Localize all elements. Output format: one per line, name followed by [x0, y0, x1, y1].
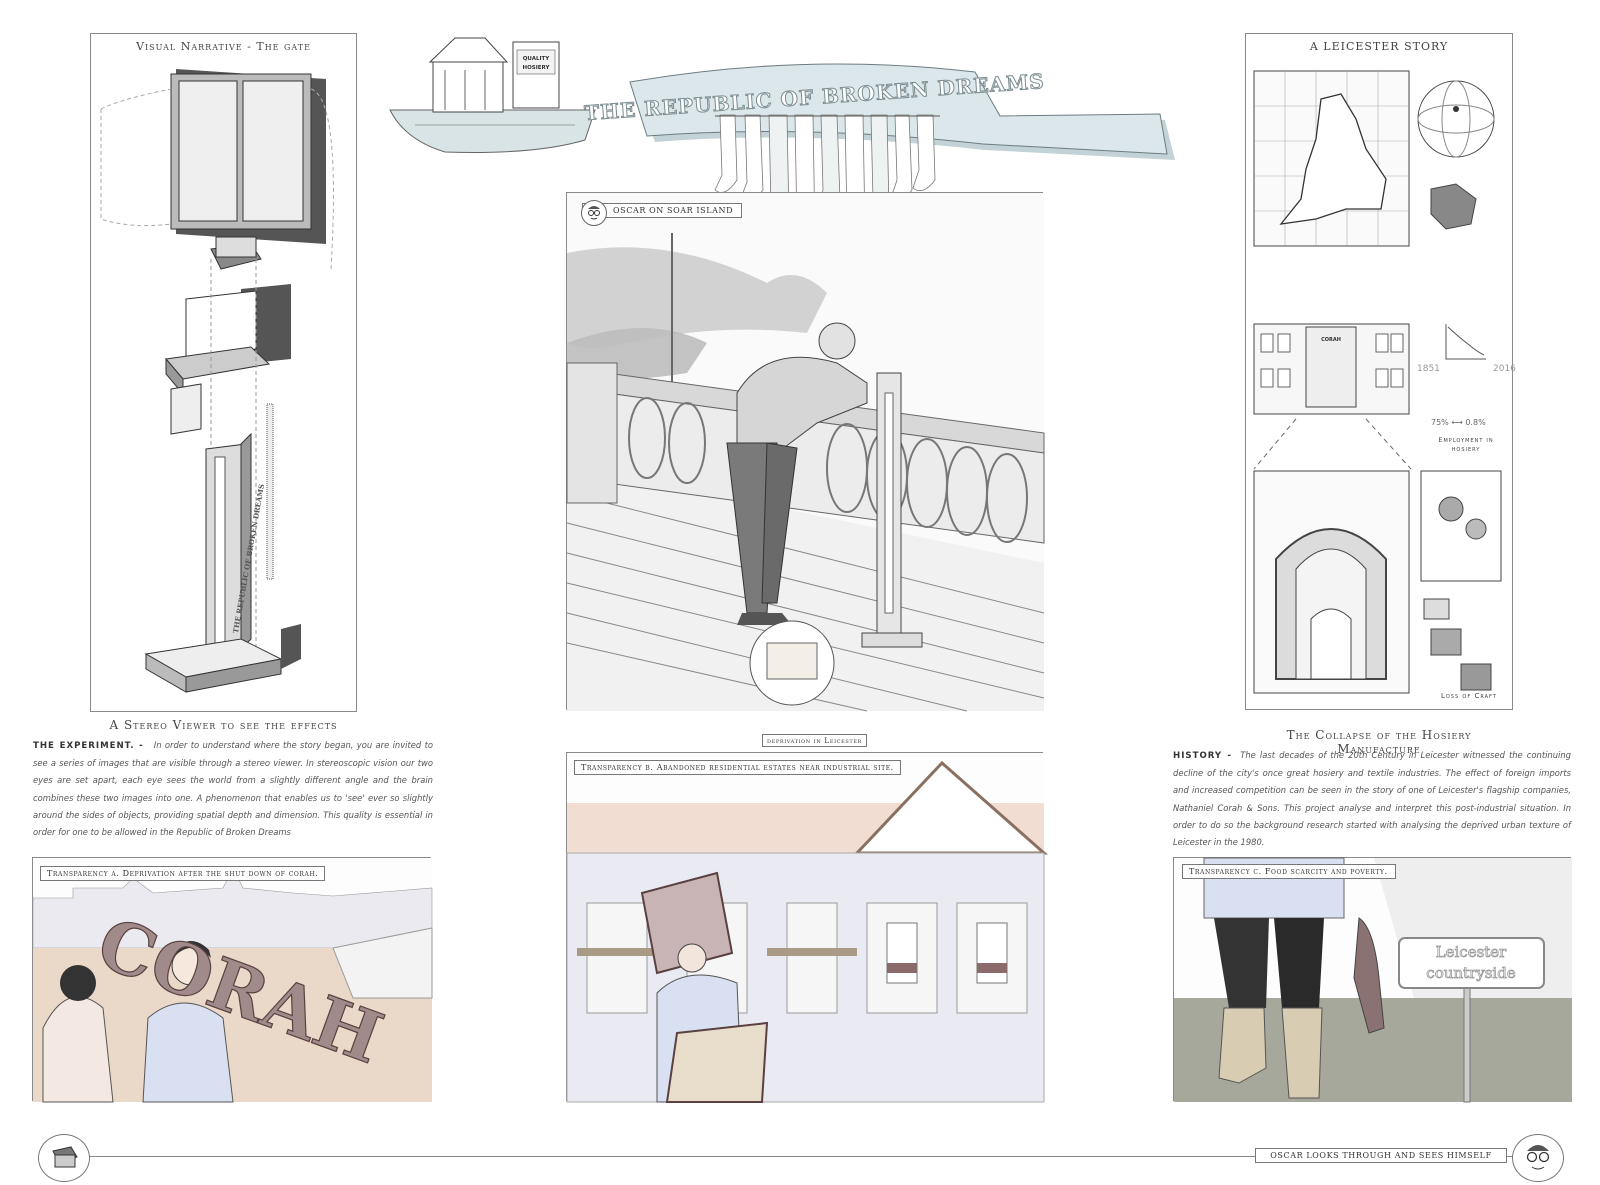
leicester-illustration: CORAH — [1253, 70, 1502, 694]
transparency-b-tag: Transparency b. Abandoned residential es… — [574, 760, 901, 775]
stereo-lead: THE EXPERIMENT. - — [33, 741, 144, 751]
collapse-title: The Collapse of the Hosiery Manufacture — [1286, 728, 1472, 756]
oscar-illustration — [566, 193, 1045, 712]
leicester-panel: A LEICESTER STORY CORAH — [1245, 33, 1516, 710]
stereo-text: In order to understand where the story b… — [33, 740, 433, 838]
stereo-paragraph: THE EXPERIMENT. - In order to understand… — [33, 737, 433, 841]
crate-text-1: QUALITY — [523, 56, 551, 62]
countryside-sign-line-2: countryside — [1426, 964, 1516, 982]
transparency-b-panel — [566, 752, 1048, 1103]
stereo-viewer-icon — [38, 1134, 90, 1182]
pct-from: 75% — [1431, 418, 1449, 427]
building-sign: CORAH — [1321, 337, 1341, 343]
crate-text-2: HOSIERY — [523, 65, 551, 71]
pct-to: 0.8% — [1465, 418, 1486, 427]
chart-end-year: 2016 — [1493, 364, 1516, 374]
footer-line — [85, 1156, 1515, 1157]
stereo-title: A Stereo Viewer to see the effects — [109, 718, 338, 732]
employment-label: Employment in hosiery — [1438, 436, 1494, 453]
footer-caption: OSCAR LOOKS THROUGH AND SEES HIMSELF — [1255, 1148, 1507, 1163]
employment-percent: 75% ⟷ 0.8% — [1431, 418, 1486, 427]
transparency-a-panel: CORAH — [32, 857, 433, 1103]
gate-panel-title: Visual Narrative - The gate — [136, 40, 311, 53]
transparency-c-tag: Transparency c. Food scarcity and povert… — [1182, 864, 1396, 879]
collapse-text: The last decades of the 20th Century in … — [1173, 750, 1571, 848]
loss-of-craft-label: Loss of Craft — [1441, 692, 1497, 700]
oscar-face-icon — [581, 200, 607, 226]
center-caption: deprivation in Leicester — [762, 734, 867, 747]
chart-start-year: 1851 — [1417, 364, 1440, 374]
transparency-c-illustration: Leicester countryside — [1174, 857, 1572, 1103]
transparency-a-tag: Transparency a. Deprivation after the sh… — [40, 866, 326, 881]
collapse-lead: HISTORY - — [1173, 751, 1233, 761]
exploded-gate-drawing: THE REPUBLIC OF BROKEN DREAMS — [100, 69, 334, 693]
countryside-sign-line-1: Leicester — [1436, 943, 1508, 961]
leicester-title: A LEICESTER STORY — [1309, 40, 1449, 53]
collapse-paragraph: HISTORY - The last decades of the 20th C… — [1173, 747, 1571, 851]
transparency-a-illustration: CORAH — [32, 858, 433, 1103]
oscar-panel — [566, 192, 1045, 712]
oscar-tag-text: OSCAR ON SOAR ISLAND — [613, 206, 734, 215]
transparency-c-panel: Leicester countryside — [1173, 857, 1572, 1103]
oscar-portrait-icon — [1512, 1134, 1564, 1182]
gate-panel: Visual Narrative - The gate THE REPUBLIC… — [90, 33, 357, 712]
transparency-b-illustration — [566, 753, 1048, 1103]
